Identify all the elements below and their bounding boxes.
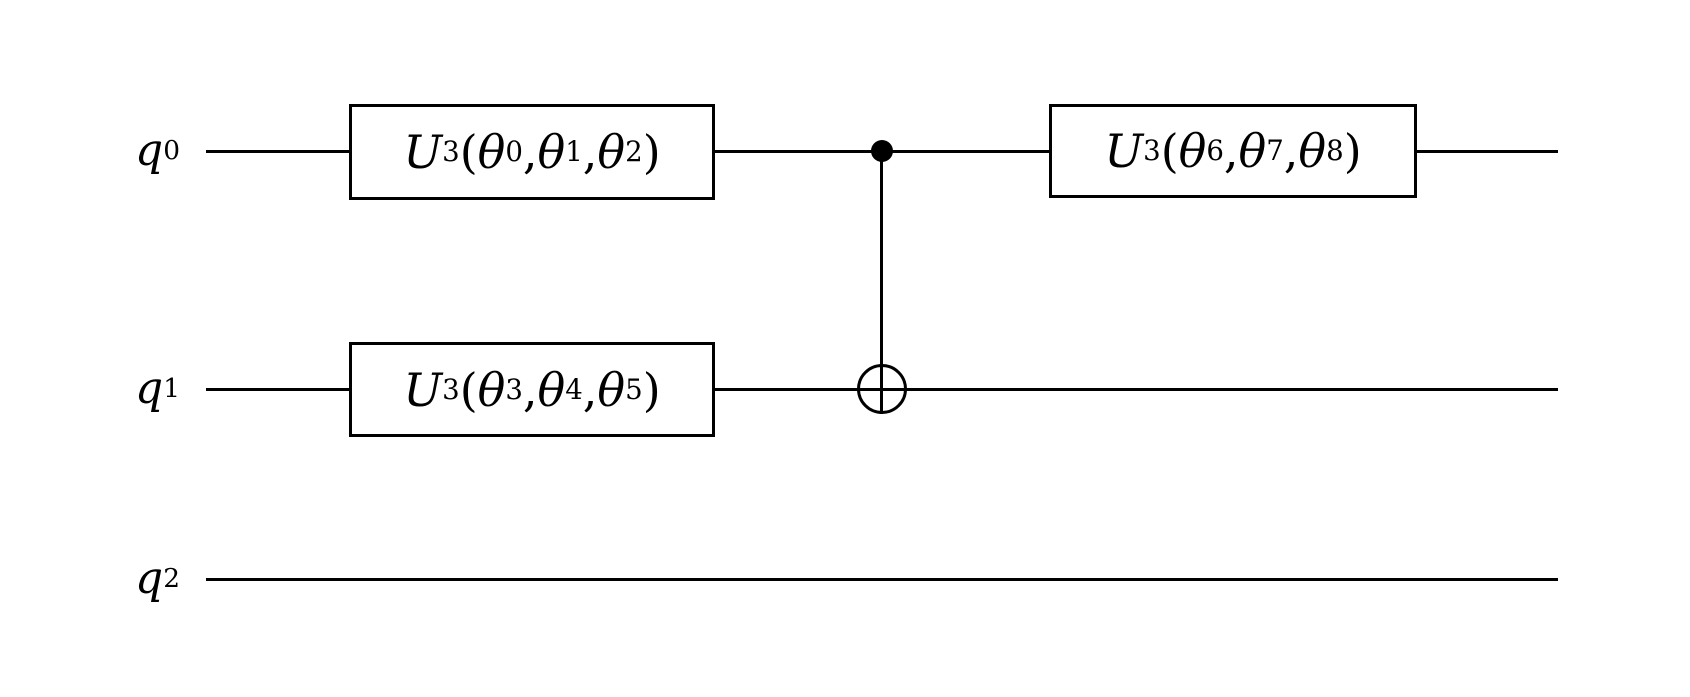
- cnot-target-icon: [857, 364, 907, 414]
- qubit-wire-q2: [206, 578, 1558, 581]
- cnot-connector-line: [880, 151, 883, 414]
- cnot-control-dot: [871, 140, 893, 162]
